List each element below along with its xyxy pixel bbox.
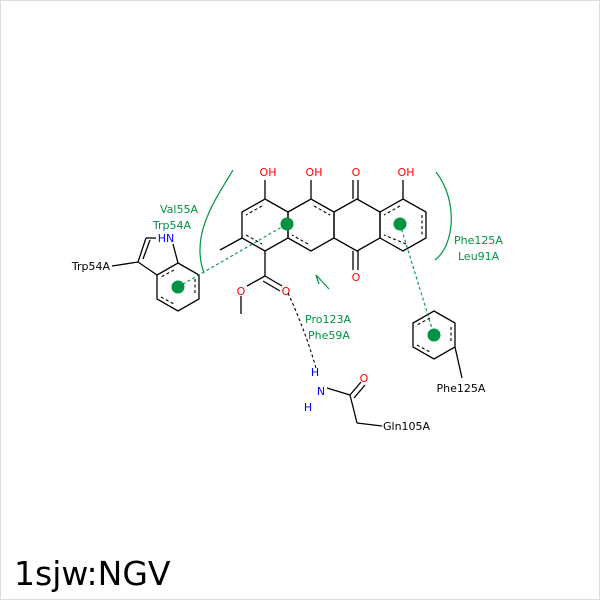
trp54-label: Trp54A (71, 260, 111, 273)
residue-phe125: Phe125A (412, 310, 486, 395)
hydrophobic-contact-arc-icon (434, 171, 452, 261)
trp-bond-c3 (137, 261, 158, 276)
ligand-structure: OH OH O OH O O O (219, 166, 427, 314)
atom-o-carbonyl: O (282, 285, 291, 298)
pi-stacking-centroid-icon (171, 280, 185, 294)
gln-o: O (360, 372, 369, 385)
hydrophobic-contact-arc-icon (199, 169, 234, 274)
pi-stack-line-phe (399, 223, 435, 336)
gln-bond-ca (349, 394, 358, 424)
phe125-label: Phe125A (437, 382, 486, 395)
phe-bond-backbone (454, 346, 463, 379)
hydrophobic-contact-arc-icon (315, 274, 330, 290)
pi-stack-line-trp (177, 223, 288, 288)
interactions: Val55A Trp54A Phe125A Leu91A Pro123A Phe… (152, 169, 503, 369)
atom-o-quinone-bottom: O (352, 271, 361, 284)
bond-carbonyl-b (262, 280, 281, 292)
bond-methyl (219, 237, 243, 251)
gln-h1: H (311, 366, 319, 379)
ring-b (287, 198, 335, 252)
atom-o-ether: O (237, 285, 246, 298)
pi-stacking-centroid-icon (280, 217, 294, 231)
gln-h2: H (304, 401, 312, 414)
contact-label-phe125: Phe125A (454, 234, 503, 247)
trp-aromatic-dashes (160, 269, 196, 305)
residue-trp54: HN Trp54A (71, 232, 200, 312)
contact-label-leu91: Leu91A (458, 250, 500, 263)
phe-ring (412, 310, 456, 360)
contact-label-trp54: Trp54A (152, 219, 192, 232)
residue-gln105: H N H O Gln105A (304, 366, 431, 433)
contact-label-val55: Val55A (160, 203, 198, 216)
trp-bond-c2 (137, 237, 147, 263)
gln-bond-cb (356, 422, 383, 427)
trp-bond-n-ring (172, 243, 179, 264)
phe-aromatic-dashes (416, 317, 452, 353)
atom-o-quinone-top: O (352, 166, 361, 179)
ring-c (333, 198, 381, 252)
gln105-label: Gln105A (383, 420, 431, 433)
bond-ester-o (246, 275, 266, 287)
hydrogen-bond-line (287, 292, 317, 369)
trp-bond-backbone (111, 261, 139, 267)
atom-oh2: OH (306, 166, 323, 179)
gln-bond-co-a (349, 381, 362, 396)
pi-stacking-centroid-icon (393, 217, 407, 231)
trp-hn-label: HN (158, 232, 175, 245)
atom-oh1: OH (260, 166, 277, 179)
gln-bond-co-b (353, 384, 366, 399)
gln-n: N (317, 385, 325, 398)
atom-oh3: OH (398, 166, 415, 179)
diagram-title: 1sjw:NGV (14, 554, 171, 593)
contact-label-pro123: Pro123A (305, 313, 351, 326)
trp-bond-c2-double (142, 239, 151, 260)
contact-label-phe59: Phe59A (308, 329, 350, 342)
pi-stacking-centroid-icon (427, 328, 441, 342)
gln-bond-n-c (326, 387, 351, 396)
bond-carbonyl-a (264, 275, 283, 287)
